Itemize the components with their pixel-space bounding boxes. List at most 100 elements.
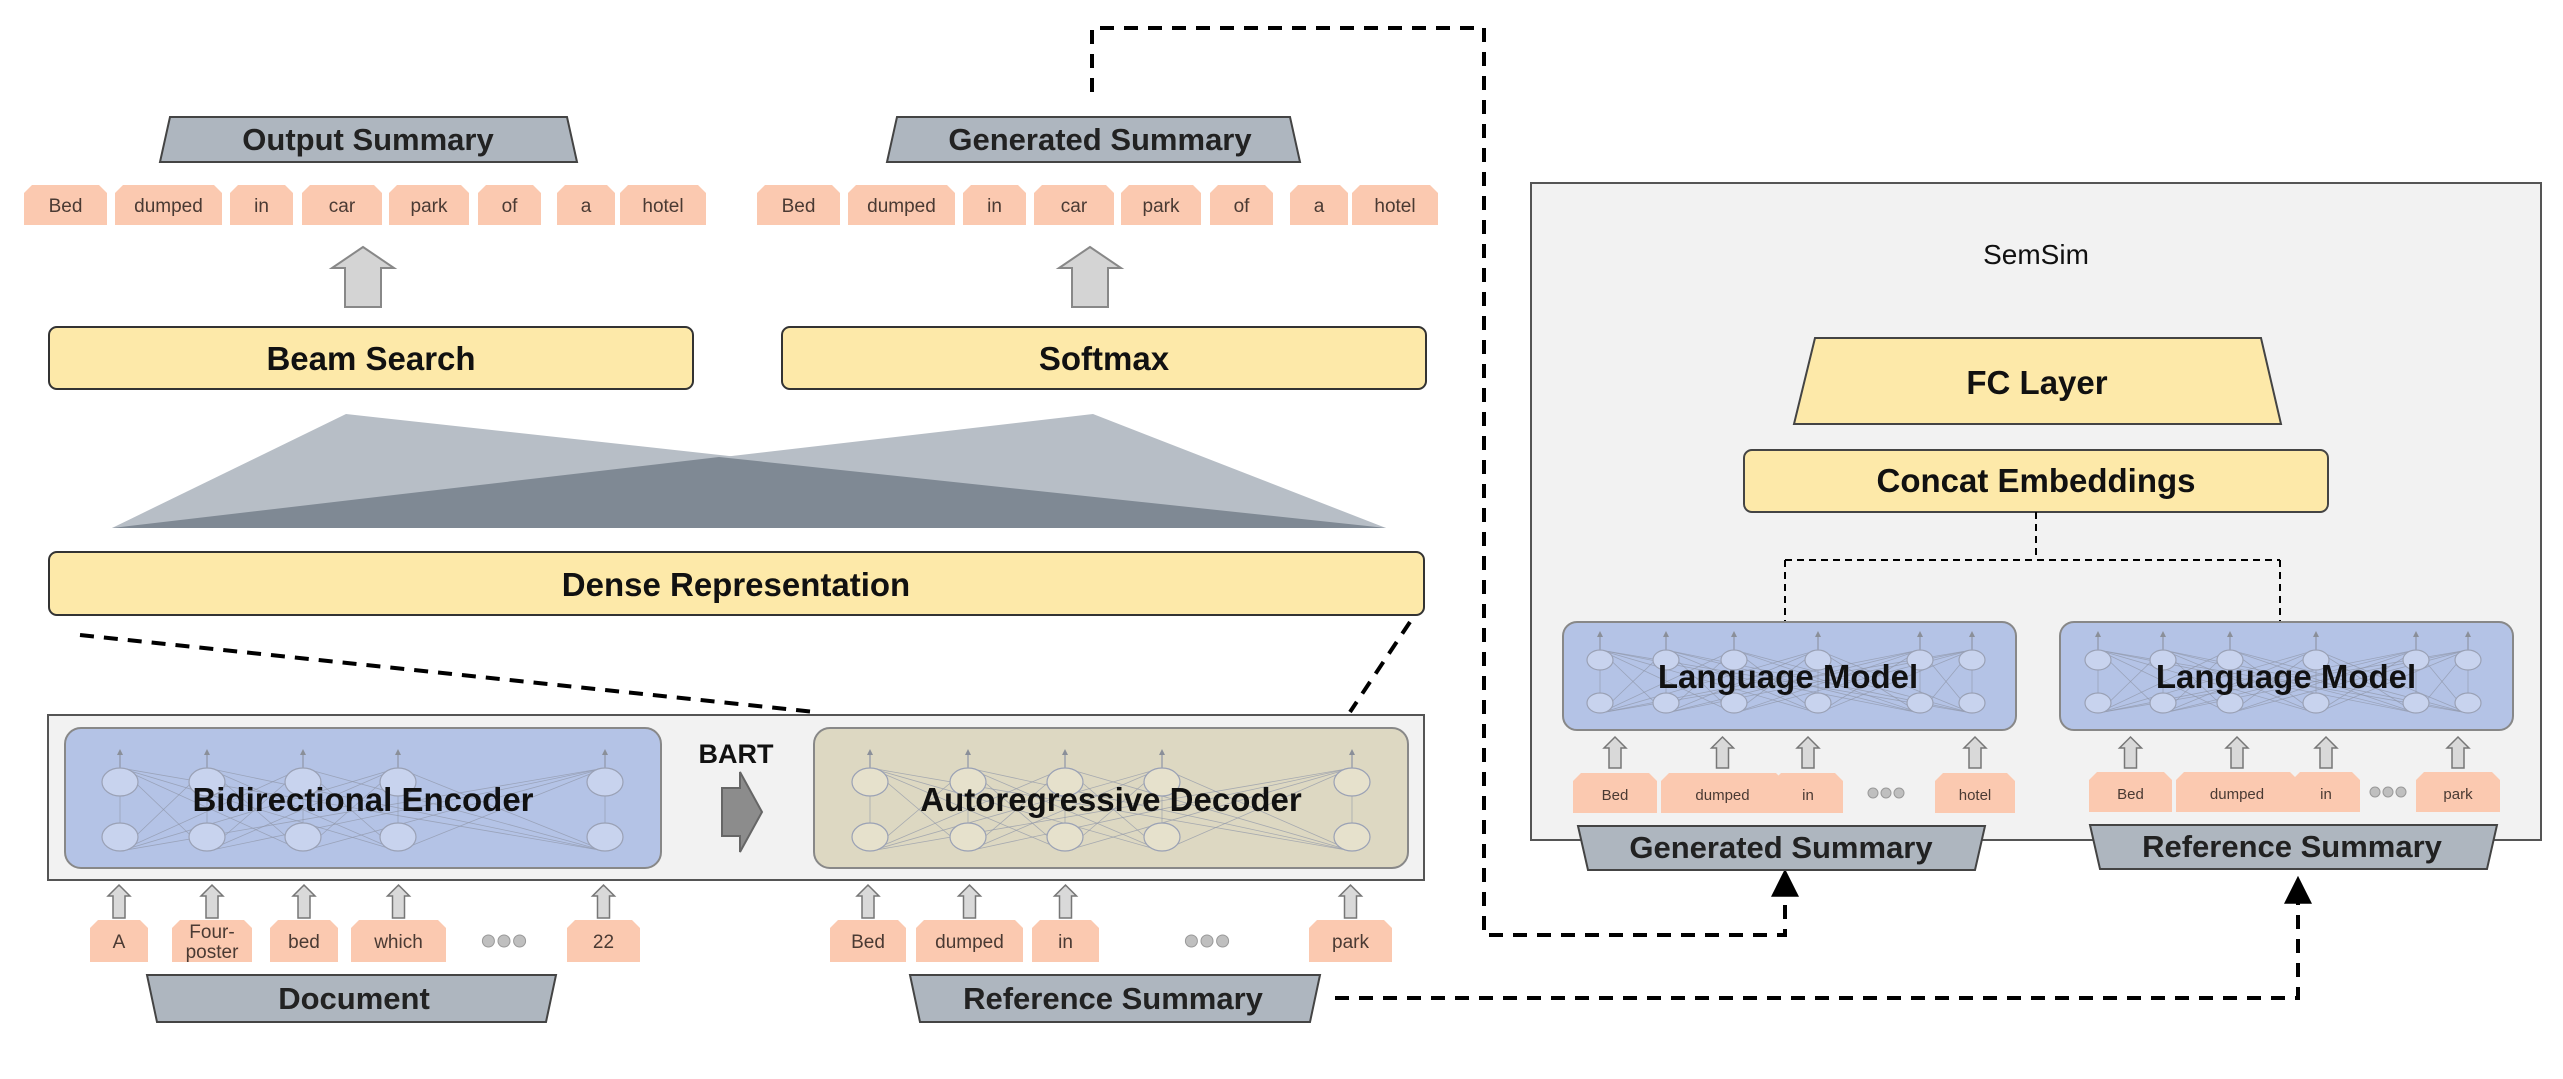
token-text: bed <box>288 932 320 953</box>
svg-text:Language Model: Language Model <box>1658 658 1918 695</box>
token-text: in <box>1058 932 1073 953</box>
token <box>24 185 107 225</box>
up-arrow-icon <box>1709 735 1736 769</box>
svg-text:Generated Summary: Generated Summary <box>1629 830 1933 865</box>
up-arrow-icon <box>1602 735 1628 769</box>
generated-to-semsim-dash <box>1090 26 1799 937</box>
ellipsis-dots-icon <box>1184 934 1230 948</box>
token-text: dumped <box>2210 786 2264 803</box>
token-text: in <box>1802 787 1814 804</box>
token-text: Bed <box>782 196 816 217</box>
token <box>1121 185 1201 225</box>
svg-text:Language Model: Language Model <box>2156 658 2416 695</box>
reference-to-semsim-dash <box>1335 875 2312 1000</box>
token-text: hotel <box>1959 787 1992 804</box>
svg-text:Beam Search: Beam Search <box>266 340 475 377</box>
svg-text:Output Summary: Output Summary <box>242 122 494 157</box>
neural-network-icon <box>851 749 1371 852</box>
svg-text:Generated Summary: Generated Summary <box>948 122 1252 157</box>
up-arrow-icon <box>2445 735 2471 769</box>
semsim-generated-summary-label: Generated Summary <box>1576 825 1987 871</box>
token <box>1034 185 1114 225</box>
projection-triangles <box>112 414 1386 528</box>
token <box>916 920 1023 962</box>
language-model-right: Language Model <box>2059 621 2514 731</box>
token-text: park <box>2443 786 2473 803</box>
semsim-reference-summary-label: Reference Summary <box>2088 824 2499 870</box>
document-label: Document <box>145 974 558 1023</box>
token <box>1032 920 1099 962</box>
up-arrow-icon <box>590 883 617 919</box>
svg-text:Softmax: Softmax <box>1039 340 1170 377</box>
ellipsis-dots-icon <box>481 934 527 948</box>
token-text: car <box>1061 196 1088 217</box>
token-text: in <box>254 196 269 217</box>
token-text: Four- <box>189 922 234 943</box>
token <box>757 185 840 225</box>
up-arrow-icon <box>1052 883 1079 919</box>
token-text: in <box>987 196 1002 217</box>
svg-text:FC Layer: FC Layer <box>1966 364 2107 401</box>
token-text: dumped <box>867 196 936 217</box>
token <box>620 185 706 225</box>
output-summary-label: Output Summary <box>158 116 579 163</box>
token <box>1935 773 2015 813</box>
token-text: park <box>411 196 448 217</box>
token-text: car <box>329 196 356 217</box>
softmax-box: Softmax <box>781 326 1427 390</box>
up-arrow-icon <box>2313 735 2339 769</box>
token-text: Bed <box>49 196 83 217</box>
ellipsis-dots-icon <box>2369 786 2407 798</box>
token-text: Bed <box>851 932 885 953</box>
token-text: A <box>113 932 126 953</box>
token-text: a <box>1314 196 1325 217</box>
dashed-connectors <box>79 26 2312 1000</box>
neural-network-icon <box>1586 631 1986 714</box>
token <box>557 185 615 225</box>
token <box>478 185 541 225</box>
token <box>830 920 906 962</box>
svg-text:Reference Summary: Reference Summary <box>2142 829 2443 864</box>
token-text: hotel <box>1374 196 1415 217</box>
token-text: of <box>1234 196 1251 217</box>
token <box>389 185 469 225</box>
svg-text:Concat Embeddings: Concat Embeddings <box>1876 462 2195 499</box>
up-arrow-icon <box>106 883 132 919</box>
token <box>90 920 148 962</box>
token-text: 22 <box>593 932 614 953</box>
token <box>1352 185 1438 225</box>
up-arrow-icon <box>385 883 412 919</box>
svg-text:Dense Representation: Dense Representation <box>562 566 910 603</box>
token <box>115 185 222 225</box>
up-arrow-icon <box>1962 735 1988 769</box>
up-arrow-icon <box>956 883 983 919</box>
token <box>172 920 252 962</box>
dense-to-decoder-dash <box>1348 620 1412 714</box>
up-arrow-icon <box>2117 735 2144 769</box>
fc-layer-box: FC Layer <box>1792 337 2283 425</box>
right-block-arrow-icon <box>721 771 764 853</box>
bidirectional-encoder: Bidirectional Encoder <box>64 727 662 869</box>
svg-text:Reference Summary: Reference Summary <box>963 981 1264 1016</box>
neural-network-icon <box>101 749 624 852</box>
token <box>848 185 955 225</box>
autoregressive-decoder: Autoregressive Decoder <box>813 727 1409 869</box>
token-text: Bed <box>2117 786 2144 803</box>
token <box>2089 772 2172 812</box>
up-arrow-icon <box>199 883 225 919</box>
up-arrow-icon <box>1795 735 1821 769</box>
concat-branch-lines <box>1784 512 2281 622</box>
token <box>2176 772 2298 812</box>
token <box>1773 773 1843 813</box>
token-text: hotel <box>642 196 683 217</box>
dense-representation-box: Dense Representation <box>48 551 1425 616</box>
language-model-left: Language Model <box>1562 621 2017 731</box>
token <box>2416 772 2500 812</box>
token <box>351 920 446 962</box>
up-arrow-icon <box>855 883 881 919</box>
token <box>1309 920 1392 962</box>
